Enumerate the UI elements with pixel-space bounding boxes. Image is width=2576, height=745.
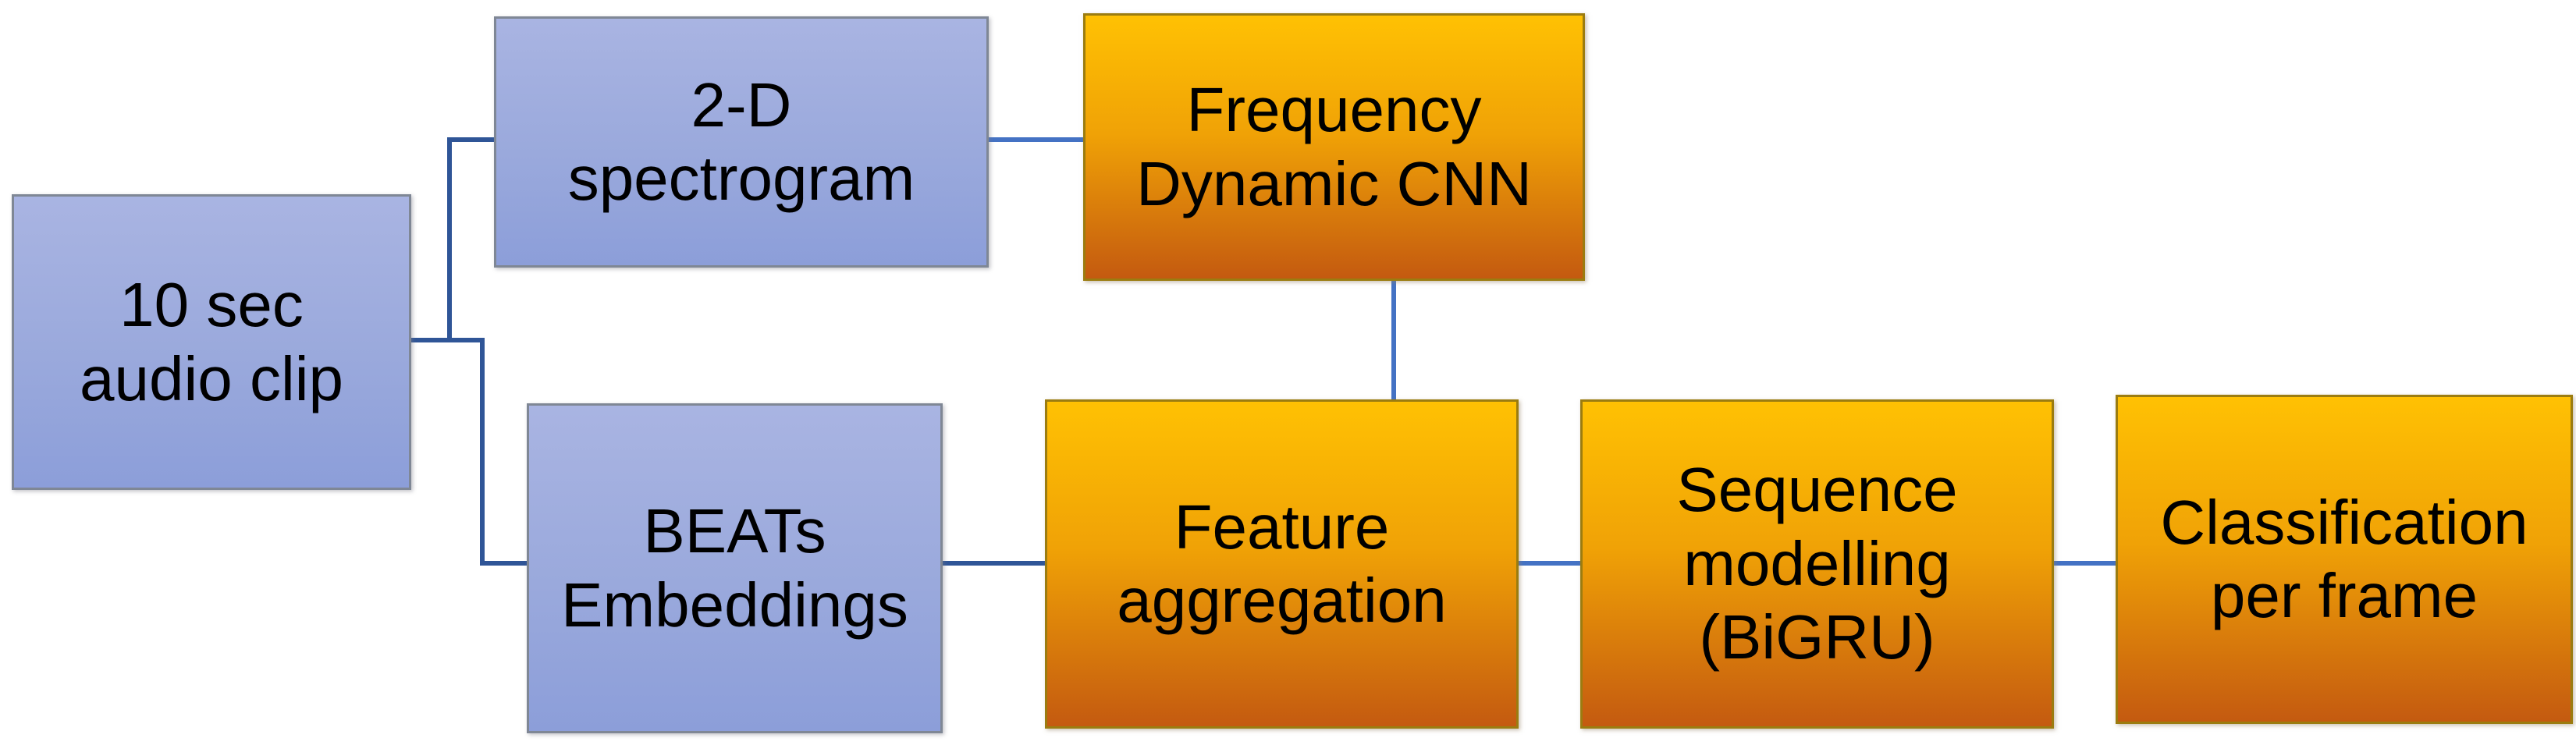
node-frequency-dynamic-cnn-line1: Frequency [1186,75,1482,145]
connector-audio-to-spectrogram-vertical [447,137,452,342]
node-sequence-modelling-bigru-line1: Sequence [1676,455,1958,525]
connector-beats-to-feature-aggregation [938,561,1046,566]
node-classification-per-frame-line2: per frame [2210,561,2478,630]
node-feature-aggregation: Feature aggregation [1045,399,1519,729]
node-sequence-modelling-bigru-line3: (BiGRU) [1699,602,1935,672]
node-classification-per-frame: Classification per frame [2116,395,2573,724]
connector-sequence-to-classification [2049,561,2117,566]
node-beats-embeddings: BEATs Embeddings [527,403,943,733]
node-feature-aggregation-line1: Feature [1174,491,1390,562]
node-2d-spectrogram: 2-D spectrogram [494,16,989,268]
node-10-sec-audio-clip: 10 sec audio clip [12,194,411,490]
connector-audio-to-beats-vertical [480,338,485,566]
connector-audio-branch-stub [404,338,485,342]
node-10-sec-audio-clip-line1: 10 sec [119,270,304,340]
node-classification-per-frame-line1: Classification [2160,487,2528,557]
node-frequency-dynamic-cnn: Frequency Dynamic CNN [1083,13,1585,281]
connector-audio-to-beats-horizontal [480,561,528,566]
node-beats-embeddings-line2: Embeddings [561,569,908,640]
connector-audio-to-spectrogram-horizontal [447,137,496,142]
node-2d-spectrogram-line1: 2-D [691,69,792,140]
connector-cnn-to-feature-aggregation [1391,276,1396,401]
node-10-sec-audio-clip-line2: audio clip [79,343,343,413]
node-sequence-modelling-bigru: Sequence modelling (BiGRU) [1580,399,2054,729]
node-feature-aggregation-line2: aggregation [1117,566,1447,635]
node-sequence-modelling-bigru-line2: modelling [1683,528,1951,598]
connector-feature-aggregation-to-sequence [1514,561,1582,566]
node-beats-embeddings-line1: BEATs [643,496,826,566]
node-frequency-dynamic-cnn-line2: Dynamic CNN [1136,148,1532,218]
node-2d-spectrogram-line2: spectrogram [567,144,915,213]
connector-spectrogram-to-cnn [984,137,1085,142]
